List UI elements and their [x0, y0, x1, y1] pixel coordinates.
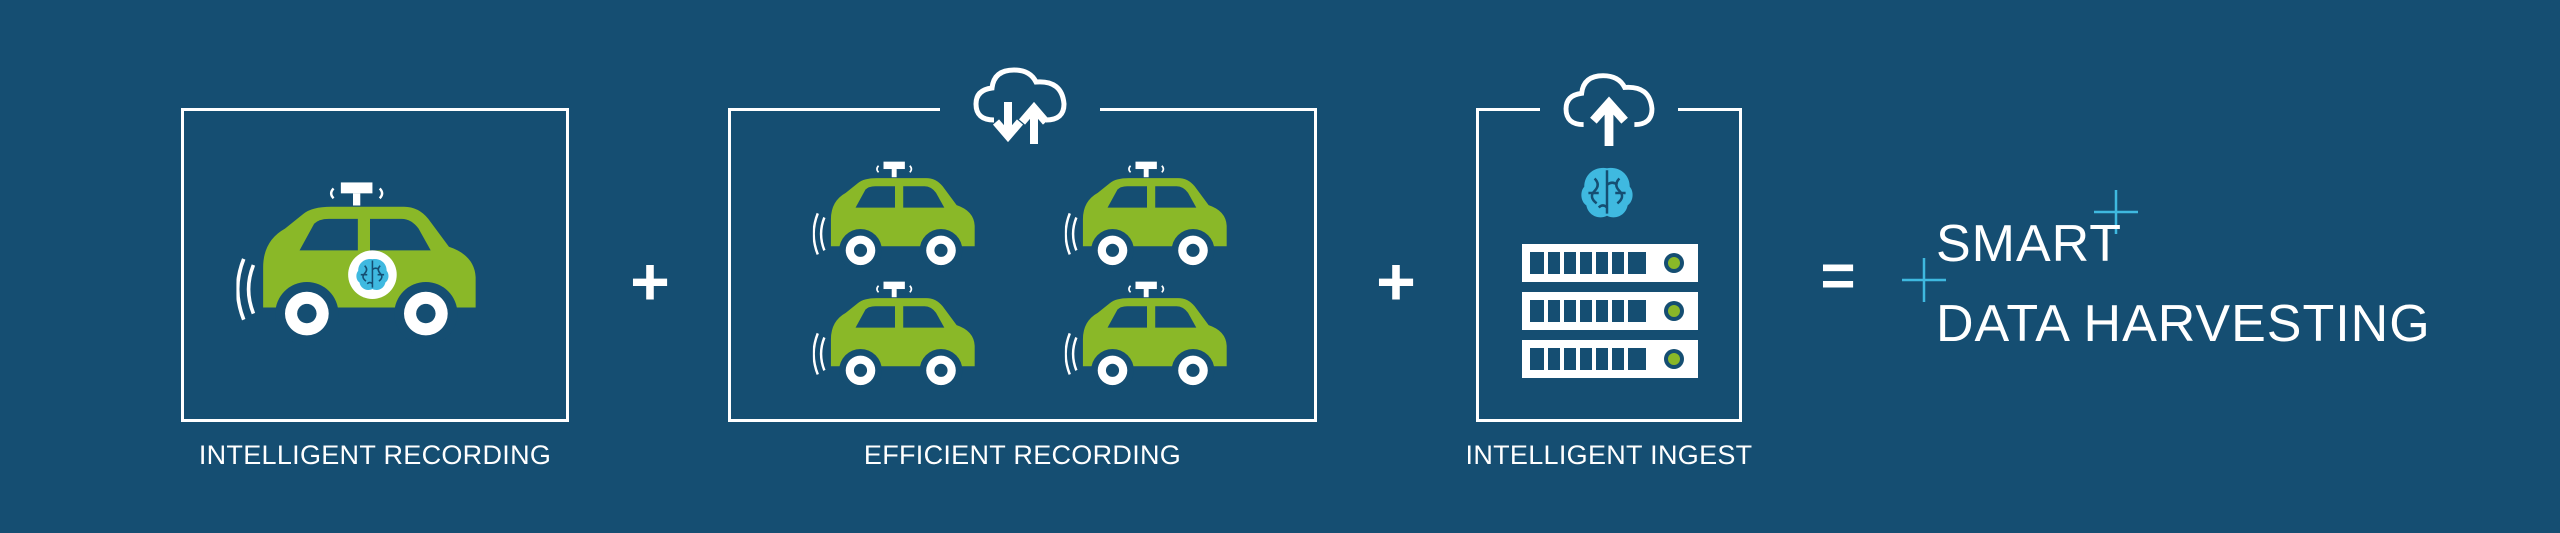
brain-icon	[1580, 166, 1634, 219]
intelligent-ingest-caption: INTELLIGENT INGEST	[1465, 440, 1753, 470]
equals-operator: =	[1820, 242, 1856, 309]
car-icon	[1064, 280, 1230, 393]
server-rack-icon	[1522, 244, 1698, 378]
plus-operator: +	[1376, 244, 1416, 320]
plus-operator: +	[630, 244, 670, 320]
result-line-smart: SMART	[1936, 215, 2123, 273]
sparkle-icon	[2094, 190, 2138, 234]
intelligent-recording-caption: INTELLIGENT RECORDING	[198, 440, 552, 470]
result-line-data-harvesting: DATA HARVESTING	[1936, 295, 2431, 353]
car-icon	[812, 160, 978, 273]
car-icon	[1064, 160, 1230, 273]
efficient-recording-caption: EFFICIENT RECORDING	[863, 440, 1182, 470]
brain-car-icon	[236, 180, 480, 347]
cloud-sync-icon	[973, 67, 1067, 144]
cloud-upload-icon	[1563, 73, 1655, 147]
sparkle-icon	[1902, 258, 1946, 302]
car-icon	[812, 280, 978, 393]
intelligent-recording-panel	[181, 108, 569, 422]
